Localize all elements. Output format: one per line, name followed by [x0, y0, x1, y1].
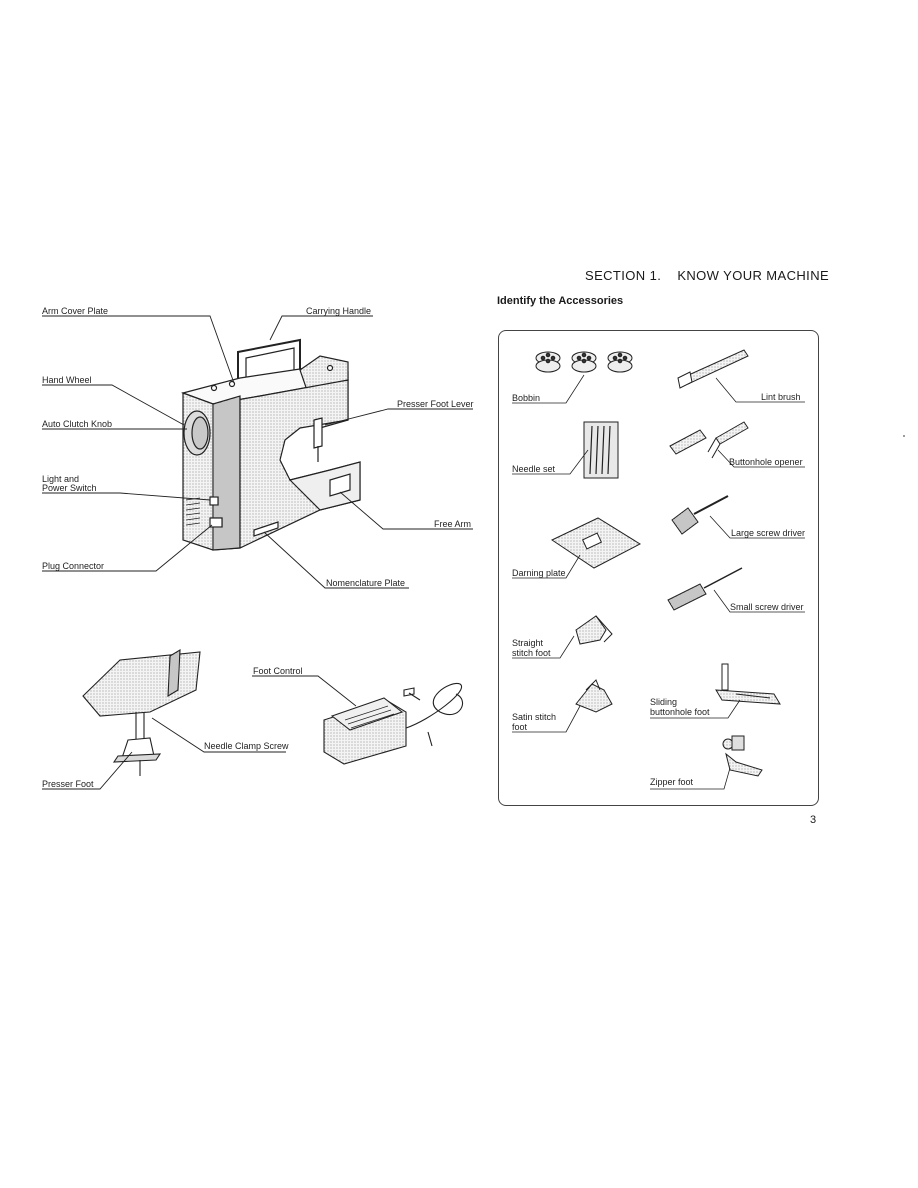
- foot-control-drawing: [323, 682, 463, 765]
- label-lint-brush: Lint brush: [761, 392, 801, 402]
- label-presser-foot-lever: Presser Foot Lever: [397, 399, 474, 409]
- straight-stitch-foot-drawing: [575, 615, 613, 645]
- machine-pointer-lines: [42, 315, 473, 589]
- label-satin-stitch-foot-line1: Satin stitch: [512, 712, 557, 722]
- label-foot-control: Foot Control: [253, 666, 303, 676]
- accessories-box: [498, 330, 819, 806]
- label-presser-foot: Presser Foot: [42, 779, 94, 789]
- label-bobbin: Bobbin: [512, 393, 541, 403]
- label-buttonhole-opener: Buttonhole opener: [729, 457, 803, 467]
- bobbin-drawing: [535, 351, 633, 373]
- label-darning-plate: Darning plate: [512, 568, 566, 578]
- accessories-title: Identify the Accessories: [497, 295, 624, 307]
- satin-stitch-foot-drawing: [575, 679, 613, 713]
- label-plug-connector: Plug Connector: [42, 561, 105, 571]
- foot-control-pointer: [252, 675, 357, 707]
- label-zipper-foot: Zipper foot: [650, 777, 694, 787]
- label-needle-set: Needle set: [512, 464, 556, 474]
- label-sliding-buttonhole-foot-line1: Sliding: [650, 697, 678, 707]
- sliding-buttonhole-foot-drawing: [715, 663, 781, 705]
- large-screwdriver-drawing: [671, 495, 729, 535]
- label-carrying-handle: Carrying Handle: [306, 306, 372, 316]
- label-light-switch-line1: Light and: [42, 474, 80, 484]
- buttonhole-opener-drawing: [669, 421, 749, 459]
- small-screwdriver-drawing: [667, 567, 743, 611]
- label-nomenclature-plate: Nomenclature Plate: [326, 578, 406, 588]
- section-number: SECTION 1.: [585, 268, 662, 283]
- page-number: 3: [810, 814, 817, 826]
- zipper-foot-drawing: [722, 735, 763, 777]
- label-hand-wheel: Hand Wheel: [42, 375, 92, 385]
- label-satin-stitch-foot-line2: foot: [512, 722, 528, 732]
- section-heading: SECTION 1. KNOW YOUR MACHINE: [585, 268, 829, 283]
- label-straight-stitch-foot-line1: Straight: [512, 638, 544, 648]
- label-small-screw-driver: Small screw driver: [730, 602, 804, 612]
- label-sliding-buttonhole-foot-line2: buttonhole foot: [650, 707, 710, 717]
- label-light-switch-line2: Power Switch: [42, 483, 97, 493]
- presser-foot-drawing: [82, 648, 201, 776]
- label-straight-stitch-foot-line2: stitch foot: [512, 648, 551, 658]
- presser-pointer-lines: [42, 717, 286, 790]
- sewing-machine-drawing: [181, 338, 361, 551]
- label-arm-cover-plate: Arm Cover Plate: [42, 306, 109, 316]
- label-free-arm: Free Arm: [434, 519, 472, 529]
- section-title: KNOW YOUR MACHINE: [677, 268, 830, 283]
- darning-plate-drawing: [550, 517, 642, 569]
- label-auto-clutch-knob: Auto Clutch Knob: [42, 419, 113, 429]
- label-large-screw-driver: Large screw driver: [731, 528, 806, 538]
- lint-brush-drawing: [677, 349, 749, 389]
- label-needle-clamp-screw: Needle Clamp Screw: [204, 741, 289, 751]
- needle-set-drawing: [583, 421, 619, 479]
